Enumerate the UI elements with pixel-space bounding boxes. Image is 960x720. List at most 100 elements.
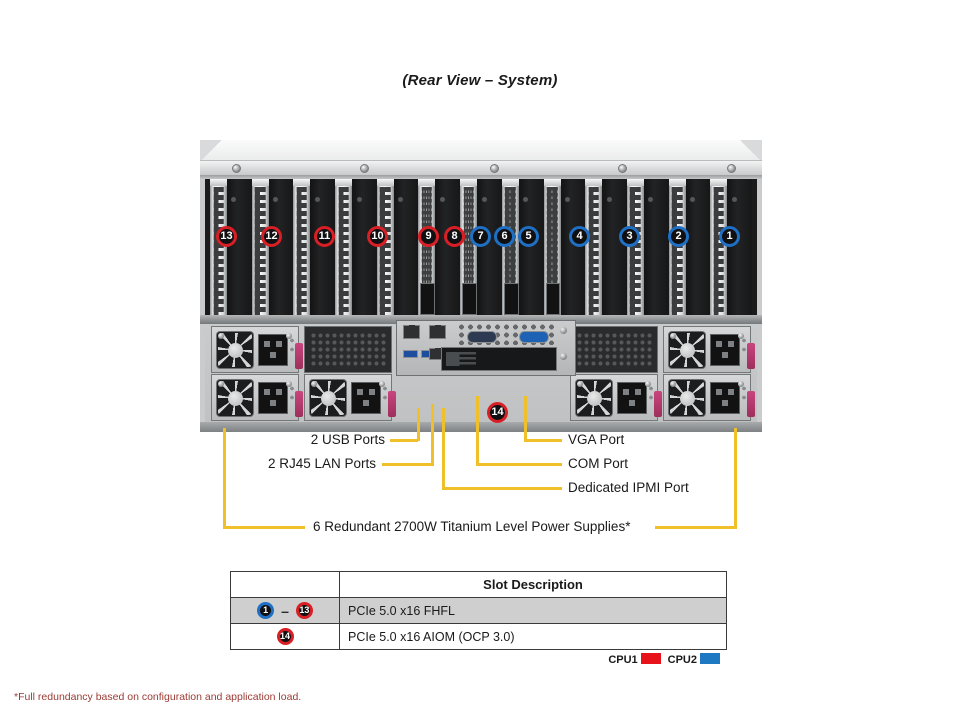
pcie-bracket-5 bbox=[543, 179, 561, 349]
callout-badge-7: 7 bbox=[470, 226, 491, 247]
callout-badge-3: 3 bbox=[619, 226, 640, 247]
legend-cpu1-label: CPU1 bbox=[608, 654, 638, 666]
psu-fan-icon bbox=[216, 331, 254, 369]
psu-release-latch bbox=[747, 343, 755, 369]
leader-ipmi-horizontal bbox=[442, 487, 562, 490]
chassis-screw bbox=[232, 164, 241, 173]
usb-port-1[interactable] bbox=[403, 350, 418, 358]
callout-badge-14: 14 bbox=[487, 402, 508, 423]
table-cell-slot-badges: 14 bbox=[230, 623, 340, 650]
callout-badge-12: 12 bbox=[261, 226, 282, 247]
psu-ac-inlet bbox=[710, 334, 740, 366]
psu-ac-inlet bbox=[351, 382, 381, 414]
leader-com-vertical bbox=[476, 396, 479, 466]
io-screw bbox=[560, 353, 567, 360]
com-port[interactable] bbox=[467, 331, 497, 343]
psu-fan-icon bbox=[668, 331, 706, 369]
callout-badge-11: 11 bbox=[314, 226, 335, 247]
aiom-ocp-slot bbox=[441, 347, 557, 371]
power-supply-module bbox=[211, 326, 303, 373]
psu-release-latch bbox=[747, 391, 755, 417]
psu-release-latch bbox=[295, 343, 303, 369]
chassis-lid-shadow bbox=[200, 175, 762, 180]
psu-release-latch bbox=[388, 391, 396, 417]
leader-psu-right-vertical bbox=[734, 428, 737, 528]
table-header-row: Slot Description bbox=[230, 571, 727, 598]
callout-badge-4: 4 bbox=[569, 226, 590, 247]
label-vga-port: VGA Port bbox=[568, 432, 625, 447]
chassis-bottom-edge bbox=[200, 422, 762, 432]
power-supply-module bbox=[570, 374, 662, 421]
legend-cpu1-swatch bbox=[640, 653, 661, 664]
table-header-slot-description: Slot Description bbox=[339, 571, 727, 598]
table-cell-description: PCIe 5.0 x16 FHFL bbox=[339, 597, 727, 624]
table-badge-13: 13 bbox=[295, 602, 313, 619]
pcie-bracket-6 bbox=[501, 179, 519, 349]
chassis-screw bbox=[618, 164, 627, 173]
power-supply-module bbox=[304, 374, 396, 421]
power-supply-bay bbox=[200, 320, 762, 424]
leader-com-horizontal bbox=[476, 463, 562, 466]
label-rj45-lan-ports: 2 RJ45 LAN Ports bbox=[267, 456, 376, 471]
table-badge-14: 14 bbox=[276, 628, 294, 645]
psu-ac-inlet bbox=[617, 382, 647, 414]
power-supply-module bbox=[211, 374, 303, 421]
psu-bay-blank bbox=[570, 326, 658, 373]
server-chassis-rear bbox=[200, 140, 762, 432]
leader-psu-left-horizontal bbox=[223, 526, 305, 529]
callout-badge-1: 1 bbox=[719, 226, 740, 247]
chassis-screw bbox=[727, 164, 736, 173]
psu-ac-inlet bbox=[710, 382, 740, 414]
table-cell-description: PCIe 5.0 x16 AIOM (OCP 3.0) bbox=[339, 623, 727, 650]
leader-usb-vertical bbox=[417, 408, 420, 441]
psu-status-leds bbox=[289, 337, 295, 353]
chassis-lid-perspective bbox=[200, 140, 762, 162]
leader-vga-vertical bbox=[524, 396, 527, 442]
callout-badge-2: 2 bbox=[668, 226, 689, 247]
psu-release-latch bbox=[295, 391, 303, 417]
leader-vga-horizontal bbox=[524, 439, 562, 442]
rj45-lan-port-2[interactable] bbox=[429, 325, 446, 339]
psu-ac-inlet bbox=[258, 382, 288, 414]
callout-badge-5: 5 bbox=[518, 226, 539, 247]
label-usb-ports: 2 USB Ports bbox=[310, 432, 385, 447]
psu-status-leds bbox=[648, 385, 654, 401]
vga-port[interactable] bbox=[519, 331, 549, 343]
leader-psu-right-horizontal bbox=[655, 526, 737, 529]
table-row: 14 PCIe 5.0 x16 AIOM (OCP 3.0) bbox=[230, 623, 727, 650]
callout-badge-10: 10 bbox=[367, 226, 388, 247]
rj45-lan-port-1[interactable] bbox=[403, 325, 420, 339]
psu-status-leds bbox=[741, 385, 747, 401]
power-supply-module bbox=[663, 326, 755, 373]
chassis-screw bbox=[490, 164, 499, 173]
table-badge-1: 1 bbox=[257, 602, 275, 619]
psu-ac-inlet bbox=[258, 334, 288, 366]
table-cell-slot-badges: 1–13 bbox=[230, 597, 340, 624]
callout-badge-13: 13 bbox=[216, 226, 237, 247]
callout-badge-9: 9 bbox=[418, 226, 439, 247]
psu-release-latch bbox=[654, 391, 662, 417]
legend-cpu2-swatch bbox=[700, 653, 720, 664]
page-title: (Rear View – System) bbox=[402, 72, 558, 89]
callout-badge-8: 8 bbox=[444, 226, 465, 247]
callout-badge-6: 6 bbox=[494, 226, 515, 247]
range-dash: – bbox=[281, 602, 289, 619]
psu-fan-icon bbox=[216, 379, 254, 417]
leader-lan-horizontal bbox=[382, 463, 434, 466]
footnote-text: *Full redundancy based on configuration … bbox=[14, 691, 302, 703]
leader-usb-horizontal bbox=[390, 439, 418, 442]
psu-status-leds bbox=[741, 337, 747, 353]
label-com-port: COM Port bbox=[568, 456, 629, 471]
psu-bay-blank bbox=[304, 326, 392, 373]
label-power-supplies: 6 Redundant 2700W Titanium Level Power S… bbox=[313, 519, 631, 534]
leader-psu-left-vertical bbox=[223, 428, 226, 528]
rear-io-panel bbox=[396, 320, 576, 376]
leader-lan-vertical bbox=[431, 404, 434, 466]
chassis-screw bbox=[360, 164, 369, 173]
psu-status-leds bbox=[289, 385, 295, 401]
psu-status-leds bbox=[382, 385, 388, 401]
io-screw bbox=[560, 327, 567, 334]
